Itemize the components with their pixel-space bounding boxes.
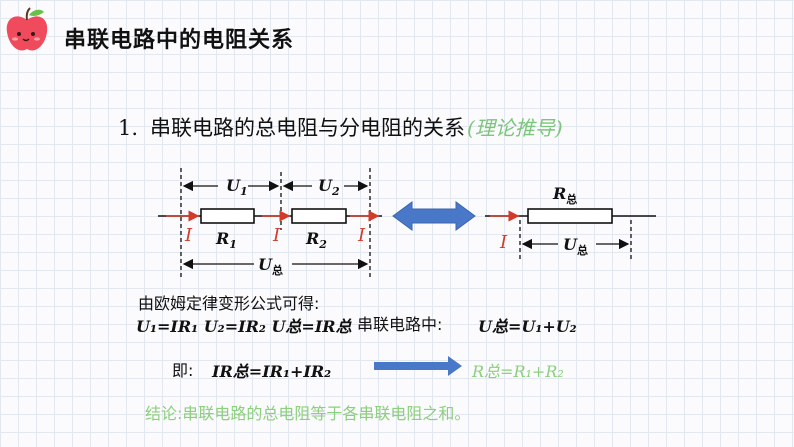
apple-icon — [6, 7, 48, 51]
section-heading-text: 串联电路的总电阻与分电阻的关系 — [150, 116, 466, 140]
utotal-label: U总 — [258, 255, 283, 277]
section-heading: 1. 串联电路的总电阻与分电阻的关系(理论推导) — [118, 112, 563, 142]
derivation-block: 由欧姆定律变形公式可得: — [138, 290, 319, 314]
section-note: (理论推导) — [467, 116, 563, 140]
r2-label: R2 — [305, 229, 327, 251]
result-equation: R总=R₁+R₂ — [472, 362, 564, 381]
resistor-r1 — [200, 208, 255, 224]
voltage-sum-equation: U总=U₁+U₂ — [478, 317, 577, 336]
series-label: 串联电路中: — [357, 315, 443, 334]
section-number: 1. — [118, 116, 139, 140]
rtotal-label: R总 — [552, 184, 577, 206]
result-arrow — [374, 356, 462, 376]
left-circuit: U1 U2 R1 R2 I I I U总 — [158, 168, 382, 278]
u1-label: U1 — [226, 176, 248, 198]
ohm-equations: U₁=IR₁ U₂=IR₂ U总=IR总 — [136, 317, 352, 336]
page-title: 串联电路中的电阻关系 — [64, 28, 295, 53]
derivation-intro: 由欧姆定律变形公式可得: — [138, 294, 320, 313]
therefore-label: 即: — [172, 361, 194, 380]
u2-label: U2 — [318, 176, 340, 198]
current-label-2: I — [272, 225, 281, 246]
right-u-label: U总 — [563, 235, 588, 257]
right-current-label: I — [499, 232, 508, 253]
right-circuit: R总 I U总 — [485, 184, 656, 262]
resistor-r2 — [291, 208, 347, 224]
conclusion-text: 结论:串联电路的总电阻等于各串联电阻之和。 — [145, 404, 471, 423]
equivalence-arrow — [392, 201, 476, 231]
resistor-rtotal — [527, 208, 613, 224]
slide-header: 串联电路中的电阻关系 — [0, 0, 794, 74]
current-label-3: I — [357, 225, 366, 246]
current-label-1: I — [184, 225, 193, 246]
current-resistance-equation: IR总=IR₁+IR₂ — [212, 362, 332, 381]
r1-label: R1 — [215, 229, 237, 251]
